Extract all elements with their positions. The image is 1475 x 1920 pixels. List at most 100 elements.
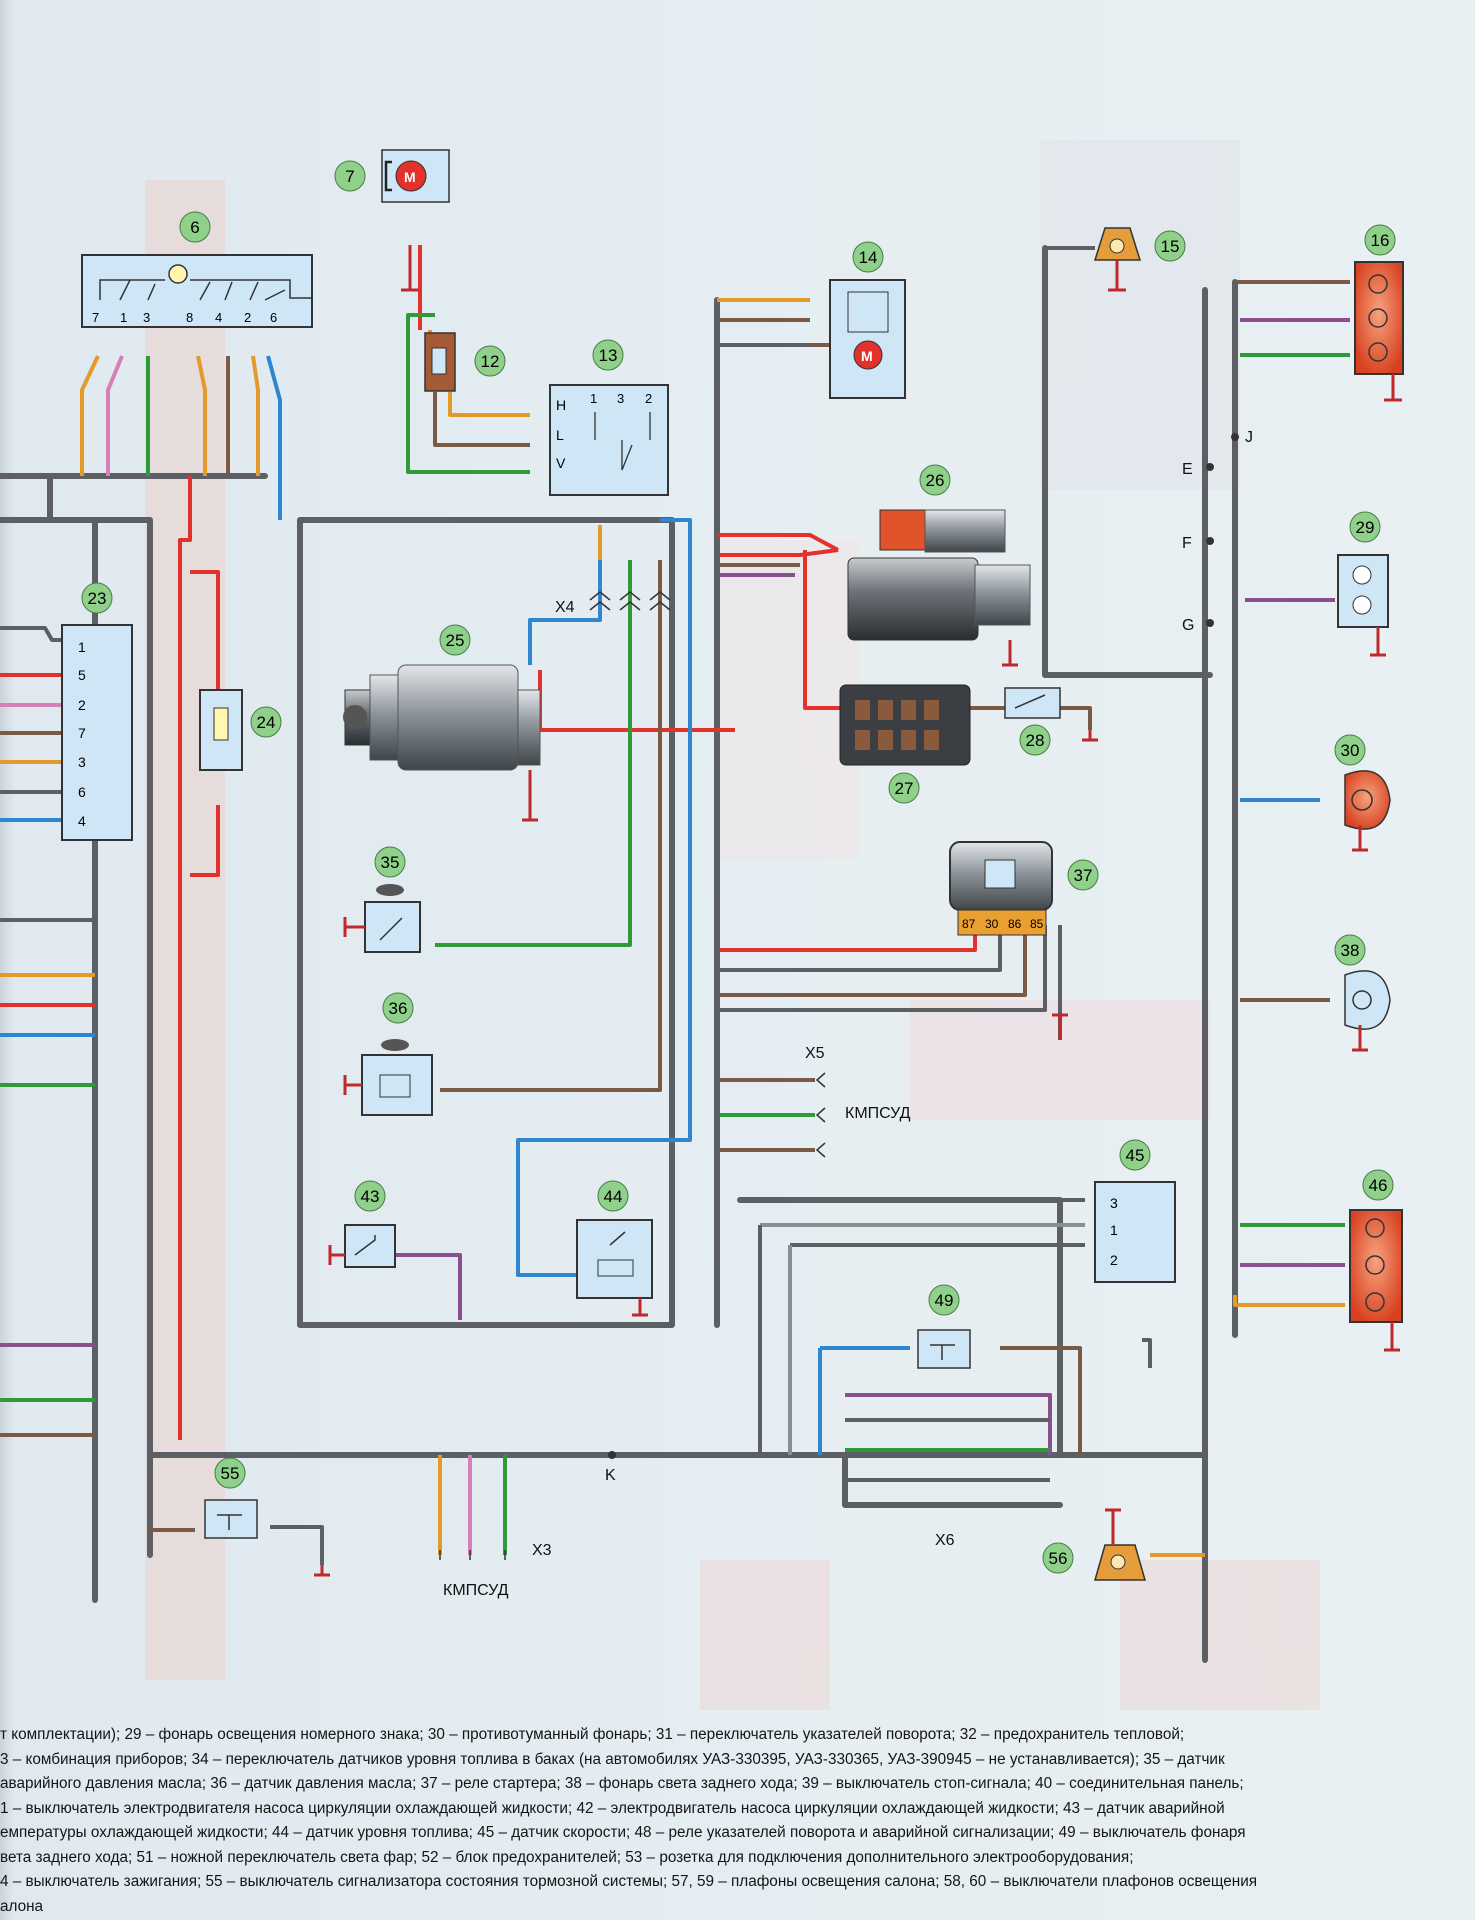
marker-24-text: 24	[257, 713, 276, 732]
marker-13: 13	[592, 339, 624, 371]
marker-35: 35	[374, 846, 406, 878]
wiper-motor-7: M	[381, 149, 450, 203]
caption-line: т комплектации); 29 – фонарь освещения н…	[0, 1726, 1185, 1743]
block13-input-v: V	[556, 455, 566, 471]
marker-38: 38	[1334, 934, 1366, 966]
generator-25	[343, 664, 541, 822]
caption-line: 4 – выключатель зажигания; 55 – выключат…	[0, 1873, 1258, 1890]
block45-pin-1: 1	[1110, 1222, 1118, 1238]
switch6-pin-4: 4	[215, 310, 222, 325]
label-kmpsud-b: КМПСУД	[443, 1582, 509, 1599]
marker-45: 45	[1119, 1139, 1151, 1171]
marker-23-text: 23	[88, 589, 107, 608]
fuse-24	[199, 689, 243, 771]
marker-30: 30	[1334, 734, 1366, 766]
label-node-g: G	[1182, 617, 1194, 634]
block-23: 1 5 2 7 3 6 4	[61, 624, 133, 841]
caption-line: 3 – комбинация приборов; 34 – переключат…	[0, 1750, 1225, 1768]
marker-44: 44	[597, 1180, 629, 1212]
marker-6-text: 6	[190, 218, 199, 237]
marker-37: 37	[1067, 859, 1099, 891]
block13-pin-1: 1	[590, 391, 597, 406]
switch6-pin-8: 8	[186, 310, 193, 325]
lamp-group-16	[1354, 261, 1404, 402]
marker-26: 26	[919, 464, 951, 496]
label-node-f: F	[1182, 535, 1192, 552]
label-node-e: E	[1182, 461, 1193, 478]
marker-28-text: 28	[1026, 731, 1045, 750]
marker-30-text: 30	[1341, 741, 1360, 760]
motor7-letter: M	[404, 169, 416, 185]
block45-pin-2: 2	[1110, 1252, 1118, 1268]
block13-pin-2: 2	[645, 391, 652, 406]
lamp-30	[1344, 770, 1391, 852]
marker-37-text: 37	[1074, 866, 1093, 885]
caption-line: емпературы охлаждающей жидкости; 44 – да…	[0, 1824, 1246, 1841]
ground-symbols	[314, 245, 1098, 1577]
marker-44-text: 44	[604, 1187, 623, 1206]
label-x3: X3	[532, 1542, 552, 1559]
marker-12: 12	[474, 345, 506, 377]
marker-25-text: 25	[446, 631, 465, 650]
marker-28: 28	[1019, 724, 1051, 756]
starter-26	[847, 509, 1031, 667]
marker-29-text: 29	[1356, 518, 1375, 537]
marker-13-text: 13	[599, 346, 618, 365]
marker-36-text: 36	[389, 999, 408, 1018]
motor-block-14: M	[829, 279, 906, 399]
label-kmpsud-a: КМПСУД	[845, 1105, 911, 1122]
marker-56-text: 56	[1049, 1549, 1068, 1568]
marker-6: 6	[179, 211, 211, 243]
marker-35-text: 35	[381, 853, 400, 872]
legend-caption: т комплектации); 29 – фонарь освещения н…	[0, 1723, 1460, 1913]
label-node-j: J	[1245, 429, 1253, 446]
caption-line: 1 – выключатель электродвигателя насоса …	[0, 1799, 1225, 1817]
marker-38-text: 38	[1341, 941, 1360, 960]
marker-27: 27	[888, 772, 920, 804]
marker-29: 29	[1349, 511, 1381, 543]
switch6-pin-1: 1	[120, 310, 127, 325]
speed-sensor-45: 3 1 2	[1094, 1181, 1176, 1283]
marker-7-text: 7	[345, 167, 354, 186]
switch6-pin-2: 2	[244, 310, 251, 325]
sensor-35	[343, 884, 421, 953]
marker-49: 49	[928, 1284, 960, 1316]
label-x6: X6	[935, 1532, 955, 1549]
lamp-group-46	[1349, 1209, 1403, 1352]
marker-24: 24	[250, 706, 282, 738]
background-ghost	[145, 140, 1320, 1710]
connector-labels: X4 X5 КМПСУД X3 КМПСУД X6 E F G J K	[443, 429, 1253, 1599]
block13-input-l: L	[556, 427, 564, 443]
marker-36: 36	[382, 992, 414, 1024]
callout-markers: 6 7 12 13 14 15 16 23 24 25 26 27 28 29 …	[81, 160, 1396, 1574]
junction-dots	[608, 433, 1239, 1459]
connector-chevrons	[439, 591, 826, 1560]
marker-43: 43	[354, 1180, 386, 1212]
lamp-15	[1093, 227, 1142, 292]
sensor-44	[576, 1219, 653, 1317]
lamp-56	[1094, 1508, 1146, 1581]
marker-16-text: 16	[1371, 231, 1390, 250]
block23-pin-3: 3	[78, 754, 86, 770]
label-x4: X4	[555, 599, 575, 616]
block45-pin-3: 3	[1110, 1195, 1118, 1211]
switch-6: 7 1 3 8 4 2 6	[81, 254, 313, 328]
block23-pin-1: 1	[78, 639, 86, 655]
lamp-29	[1337, 554, 1389, 657]
marker-27-text: 27	[895, 779, 914, 798]
marker-15: 15	[1154, 230, 1186, 262]
marker-55: 55	[214, 1457, 246, 1489]
marker-23: 23	[81, 582, 113, 614]
relay-37: 87 30 86 85	[949, 841, 1068, 1040]
marker-43-text: 43	[361, 1187, 380, 1206]
marker-46: 46	[1362, 1169, 1394, 1201]
marker-55-text: 55	[221, 1464, 240, 1483]
marker-56: 56	[1042, 1542, 1074, 1574]
switch6-pin-7: 7	[92, 310, 99, 325]
block23-pin-5: 5	[78, 667, 86, 683]
switch-55	[204, 1499, 258, 1539]
wires	[0, 245, 1350, 1565]
lamp-38	[1344, 970, 1391, 1052]
switch-28	[1004, 687, 1061, 719]
